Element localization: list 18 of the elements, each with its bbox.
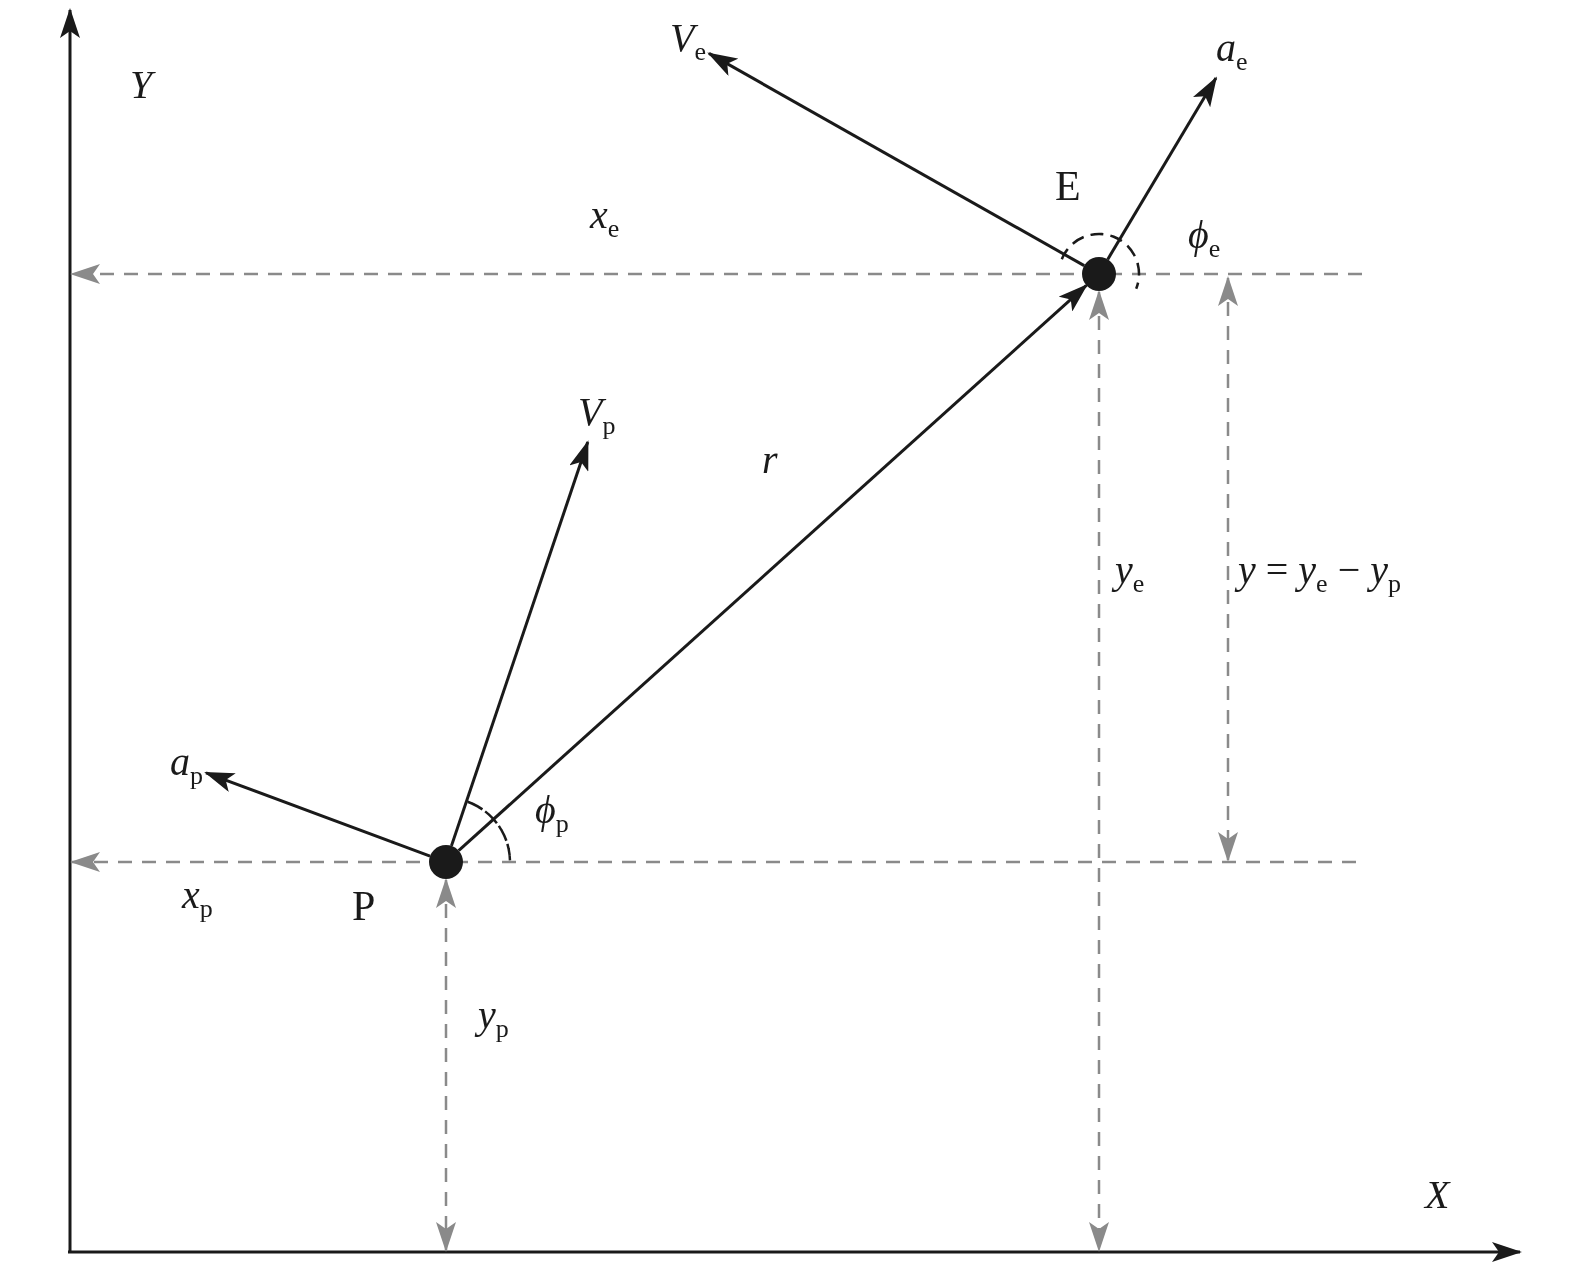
vector-label: V$_{e}$ bbox=[670, 18, 706, 66]
math-label: x$_{e}$ bbox=[590, 195, 620, 243]
arrow bbox=[450, 440, 590, 847]
point-marker bbox=[429, 845, 463, 879]
math-label: x$_{p}$ bbox=[182, 875, 213, 923]
arrow bbox=[457, 284, 1088, 852]
point-label: E bbox=[1055, 165, 1081, 207]
vector-label: a$_{p}$ bbox=[170, 742, 203, 790]
math-label: ϕ$_{e}$ bbox=[1188, 215, 1221, 263]
arrow bbox=[1106, 76, 1218, 261]
arrow bbox=[707, 52, 1085, 267]
point-marker bbox=[1082, 257, 1116, 291]
point-label: P bbox=[352, 885, 376, 927]
arrow bbox=[204, 771, 431, 858]
math-label: ϕ$_{p}$ bbox=[535, 790, 569, 838]
vector-label: V$_{p}$ bbox=[578, 392, 616, 440]
math-label: X bbox=[1425, 1175, 1450, 1215]
vector-label: a$_{e}$ bbox=[1216, 28, 1248, 76]
